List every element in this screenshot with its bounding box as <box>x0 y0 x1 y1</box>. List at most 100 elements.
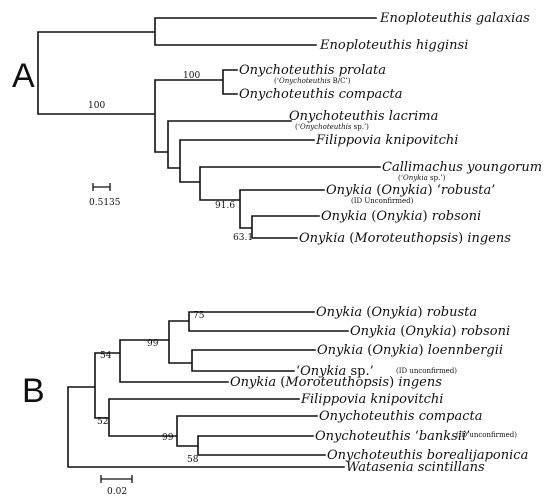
taxon-onychoteuthis-lacrima-part: Onychoteuthis lacrima <box>289 109 438 124</box>
note-onychoteuthis-bc: (‘Onychoteuthis B/C’) <box>274 77 351 85</box>
taxon-onychoteuthis-lacrima: Onychoteuthis lacrima <box>289 109 438 124</box>
note-banksii-id-part: (ID unconfirmed) <box>456 431 517 439</box>
taxon-onychoteuthis-banksii-part: ‘ <box>411 429 419 444</box>
note-onykia-sp-a: (‘Onykia sp.’) <box>398 174 446 182</box>
panel-label-a: A <box>12 57 35 95</box>
taxon-filippovia-knipovitchi-a: Filippovia knipovitchi <box>315 133 458 148</box>
note-onychoteuthis-sp-part: (‘ <box>295 123 300 131</box>
taxon-onykia-sp-b: ‘Onykia sp.’ <box>296 364 374 379</box>
note-onykia-sp-a-part: (‘ <box>398 174 403 182</box>
taxon-callimachus-youngorum-part: Callimachus youngorum <box>382 160 542 175</box>
scale-bar-b <box>100 475 133 483</box>
taxon-onykia-ingens-b: Onykia (Moroteuthopsis) ingens <box>230 375 442 390</box>
taxon-onykia-ingens-a-part: Onykia <box>299 231 349 246</box>
note-onychoteuthis-sp-part: sp.’) <box>351 123 369 131</box>
support-b-s52: 52 <box>97 417 108 427</box>
taxon-onykia-robsoni-a-part: ) <box>423 209 432 224</box>
support-a-s100-onycho: 100 <box>183 71 200 81</box>
note-banksii-id: (ID unconfirmed) <box>456 431 517 439</box>
support-b-s75: 75 <box>193 311 205 321</box>
support-a-s916: 91.6 <box>215 201 235 211</box>
taxon-onykia-ingens-b-part: Onykia <box>230 375 280 390</box>
taxon-onykia-robusta-a-part: ) ‘ <box>428 183 441 198</box>
taxon-onykia-sp-b-part: Onykia <box>300 364 346 379</box>
taxon-onykia-ingens-a-part: ingens <box>467 231 511 246</box>
taxon-onykia-ingens-a-part: ( <box>349 231 354 246</box>
taxon-onykia-robusta-a-part: ( <box>376 183 381 198</box>
support-b-s99b: 99 <box>162 433 174 443</box>
taxon-onykia-robsoni-a-part: ( <box>371 209 376 224</box>
taxon-onykia-robusta-a-part: Onykia <box>326 183 376 198</box>
scale-label-b: 0.02 <box>107 487 127 497</box>
note-robusta-id: (ID Unconfirmed) <box>351 197 414 205</box>
taxon-enoploteuthis-higginsi-part: Enoploteuthis higginsi <box>319 38 468 53</box>
panel-b: B 0.02 75 99 54 52 99 58 Onykia (Onykia)… <box>22 305 528 497</box>
support-b-s99a: 99 <box>147 339 159 349</box>
scale-label-a: 0.5135 <box>89 198 121 208</box>
taxon-onychoteuthis-banksii-part: ’ <box>466 429 470 444</box>
taxon-onykia-robsoni-a-part: robsoni <box>432 209 481 224</box>
taxon-onykia-robusta-a-part: Onykia <box>381 183 427 198</box>
support-a-s100-root: 100 <box>88 101 105 111</box>
support-b-s58: 58 <box>187 455 199 465</box>
note-onykia-sp-a-part: Onykia <box>403 174 428 182</box>
taxon-onykia-robusta-b-part: robusta <box>427 305 477 320</box>
taxon-onychoteuthis-prolata: Onychoteuthis prolata <box>239 63 386 78</box>
taxon-onychoteuthis-prolata-part: Onychoteuthis prolata <box>239 63 386 78</box>
taxon-onykia-ingens-b-part: Moroteuthopsis <box>284 375 389 390</box>
taxon-onykia-sp-b-part: sp.’ <box>346 364 373 379</box>
note-onychoteuthis-bc-part: Onychoteuthis <box>279 77 331 85</box>
note-onykia-sp-id-part: (ID unconfirmed) <box>396 367 457 375</box>
taxon-onykia-loennbergii-part: ) <box>419 343 428 358</box>
taxon-onykia-ingens-a-part: ) <box>458 231 467 246</box>
taxon-onykia-robusta-b-part: ( <box>366 305 371 320</box>
taxon-onykia-ingens-b-part: ingens <box>398 375 442 390</box>
panel-label-b: B <box>22 372 45 410</box>
taxon-onychoteuthis-banksii-part: Onychoteuthis <box>315 429 411 444</box>
taxon-filippovia-knipovitchi-a-part: Filippovia knipovitchi <box>315 133 458 148</box>
taxon-onykia-robusta-b: Onykia (Onykia) robusta <box>316 305 477 320</box>
taxon-onychoteuthis-compacta-part: Onychoteuthis compacta <box>239 87 402 102</box>
taxon-onykia-loennbergii-part: Onykia <box>317 343 367 358</box>
taxon-onykia-robusta-b-part: Onykia <box>371 305 417 320</box>
taxon-onychoteuthis-compacta-b-part: Onychoteuthis compacta <box>319 409 482 424</box>
taxon-onychoteuthis-banksii: Onychoteuthis ‘banksii’ <box>315 429 470 444</box>
taxon-onykia-robsoni-b-part: Onykia <box>350 324 400 339</box>
note-onychoteuthis-bc-part: (‘ <box>274 77 279 85</box>
taxon-onykia-ingens-b-part: ( <box>280 375 285 390</box>
tree-b-branches <box>67 311 349 468</box>
taxon-onykia-loennbergii: Onykia (Onykia) loennbergii <box>317 343 503 358</box>
taxon-onykia-robsoni-b-part: ( <box>400 324 405 339</box>
taxon-onykia-loennbergii-part: ( <box>367 343 372 358</box>
note-onychoteuthis-bc-part: B/C’) <box>330 77 350 85</box>
taxon-onykia-robusta-a-part: robusta <box>441 183 491 198</box>
scale-bar-a <box>92 183 111 191</box>
taxon-onychoteuthis-compacta: Onychoteuthis compacta <box>239 87 402 102</box>
taxon-onykia-loennbergii-part: Onykia <box>372 343 418 358</box>
taxon-watasenia-scintillans-part: Watasenia scintillans <box>346 460 485 475</box>
taxon-onykia-robusta-b-part: ) <box>418 305 427 320</box>
taxon-onychoteuthis-banksii-part: banksii <box>419 429 466 444</box>
taxon-filippovia-knipovitchi-b-part: Filippovia knipovitchi <box>300 392 443 407</box>
taxon-onykia-robsoni-a-part: Onykia <box>376 209 422 224</box>
note-onychoteuthis-sp-part: Onychoteuthis <box>300 123 352 131</box>
note-onychoteuthis-sp: (‘Onychoteuthis sp.’) <box>295 123 369 131</box>
taxon-onykia-robusta-a-part: ’ <box>491 183 495 198</box>
taxon-onykia-loennbergii-part: loennbergii <box>428 343 503 358</box>
support-a-s631: 63.1 <box>233 233 253 243</box>
taxon-onychoteuthis-borealijaponica: Onychoteuthis borealijaponica <box>327 448 528 463</box>
taxon-callimachus-youngorum: Callimachus youngorum <box>382 160 542 175</box>
taxon-onykia-ingens-a-part: Moroteuthopsis <box>353 231 458 246</box>
note-onykia-sp-id: (ID unconfirmed) <box>396 367 457 375</box>
taxon-enoploteuthis-galaxias: Enoploteuthis galaxias <box>379 11 530 26</box>
note-robusta-id-part: (ID Unconfirmed) <box>351 197 414 205</box>
taxon-watasenia-scintillans: Watasenia scintillans <box>346 460 485 475</box>
panel-a: A 0.5135 100 100 91.6 63.1 Enoploteuthis… <box>12 11 542 246</box>
taxon-onykia-robusta-a: Onykia (Onykia) ‘robusta’ <box>326 183 495 198</box>
taxon-enoploteuthis-galaxias-part: Enoploteuthis galaxias <box>379 11 530 26</box>
taxon-onykia-robsoni-b-part: Onykia <box>405 324 451 339</box>
taxon-onykia-robusta-b-part: Onykia <box>316 305 366 320</box>
taxon-onychoteuthis-borealijaponica-part: Onychoteuthis borealijaponica <box>327 448 528 463</box>
